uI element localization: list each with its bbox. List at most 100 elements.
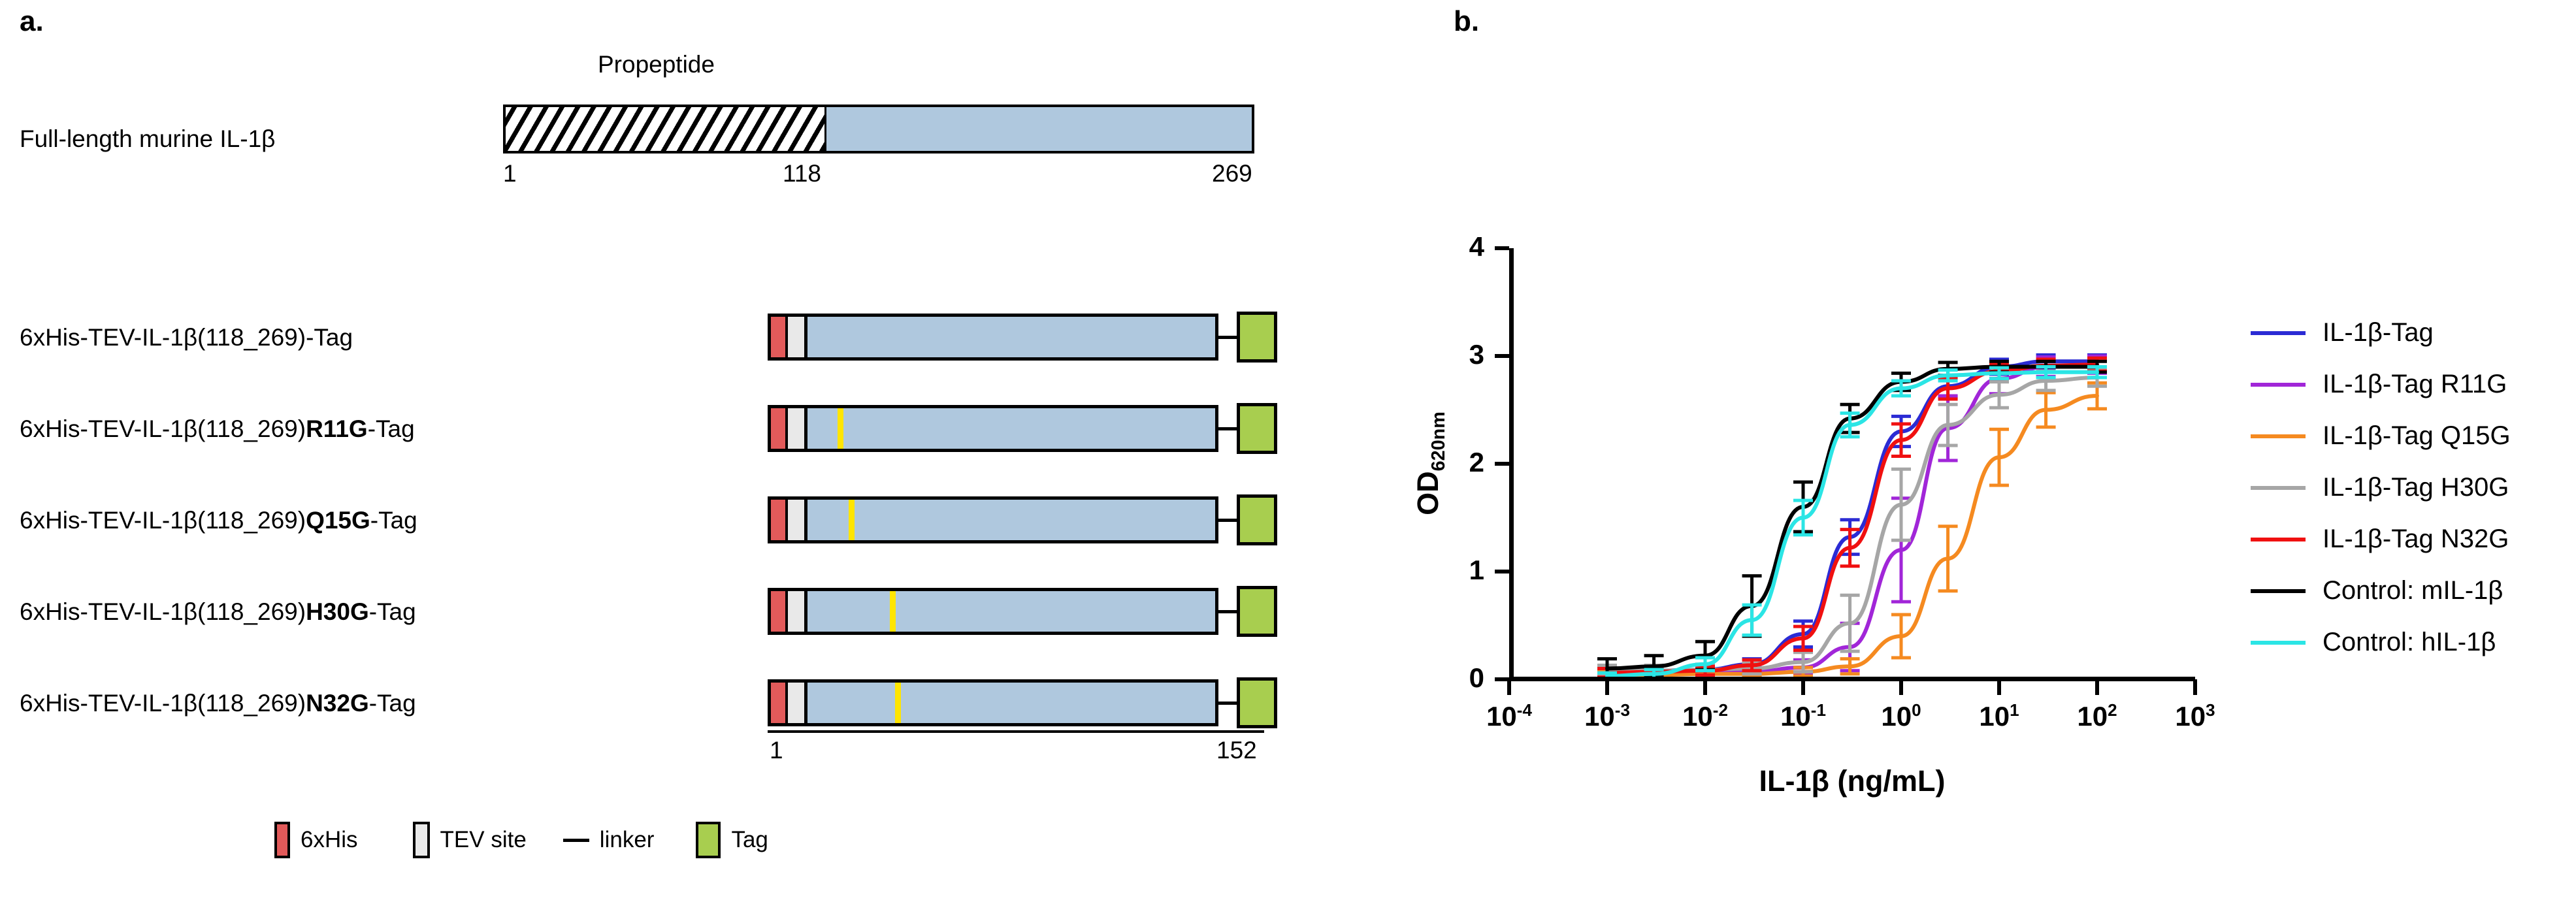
y-tick-label: 0 — [1469, 662, 1484, 693]
his-tag-segment — [771, 408, 788, 449]
error-bar — [1938, 368, 1958, 383]
legend-entry: IL-1β-Tag Q15G — [2251, 410, 2511, 462]
x-tick-label: 102 — [2077, 700, 2117, 732]
x-axis-label: IL-1β (ng/mL) — [1759, 764, 1946, 798]
legend-color-swatch — [2251, 485, 2306, 490]
legend-label: Control: mIL-1β — [2323, 576, 2503, 605]
mature-region — [826, 107, 1252, 151]
construct-suffix: -Tag — [306, 324, 353, 351]
full-length-label: Full-length murine IL-1β — [20, 125, 276, 152]
construct-bar-body — [768, 588, 1218, 635]
error-bar — [1989, 380, 2009, 410]
linker-line-icon — [562, 838, 589, 842]
construct-label-2: 6xHis-TEV-IL-1β(118_269)R11G-Tag — [20, 415, 415, 443]
legend-entry: IL-1β-Tag N32G — [2251, 513, 2511, 565]
x-tick-label: 103 — [2175, 700, 2215, 732]
his-swatch-icon — [274, 822, 290, 858]
legend-label: IL-1β-Tag N32G — [2323, 525, 2509, 553]
propeptide-label: Propeptide — [598, 51, 715, 78]
construct-mutation: Q15G — [306, 507, 370, 534]
tag-segment — [1237, 312, 1277, 363]
error-bar — [1891, 422, 1911, 458]
construct-prefix: 6xHis-TEV-IL-1β(118_269) — [20, 507, 306, 534]
tag-segment — [1237, 494, 1277, 545]
x-tick — [1703, 679, 1707, 695]
error-bar — [1742, 603, 1762, 637]
x-tick — [1801, 679, 1805, 695]
error-bar — [1793, 498, 1813, 537]
linker-line — [1218, 427, 1237, 430]
mutation-marker — [838, 408, 844, 449]
error-bar — [1840, 657, 1860, 676]
y-tick — [1495, 570, 1509, 573]
construct-scale-end: 152 — [1216, 737, 1257, 764]
y-axis-label-subscript: 620nm — [1427, 412, 1449, 472]
linker-line — [1218, 610, 1237, 613]
legend-label: IL-1β-Tag Q15G — [2323, 421, 2511, 450]
construct-suffix: -Tag — [370, 507, 417, 534]
legend-entry: IL-1β-Tag — [2251, 307, 2511, 359]
construct-label-4: 6xHis-TEV-IL-1β(118_269)H30G-Tag — [20, 598, 416, 626]
propeptide-region — [506, 107, 827, 151]
tag-segment — [1237, 403, 1277, 454]
series-il-1-tag-h30g — [1597, 367, 2107, 678]
error-bar — [2087, 365, 2107, 379]
error-bar — [1891, 379, 1911, 398]
his-tag-segment — [771, 591, 788, 632]
y-tick — [1495, 677, 1509, 681]
y-tick-label: 1 — [1469, 555, 1484, 585]
legend-color-swatch — [2251, 537, 2306, 541]
error-bar — [1891, 613, 1911, 660]
x-tick — [1997, 679, 2001, 695]
error-bar — [1891, 467, 1911, 542]
his-tag-segment — [771, 683, 788, 723]
y-tick-label: 3 — [1469, 339, 1484, 370]
tev-site-segment — [788, 591, 807, 632]
y-tick — [1495, 246, 1509, 250]
legend-label: IL-1β-Tag R11G — [2323, 370, 2507, 398]
key-item-linker-line: linker — [562, 827, 654, 853]
legend-color-swatch — [2251, 331, 2306, 335]
x-tick — [1507, 679, 1511, 695]
tev-site-segment — [788, 408, 807, 449]
construct-bar-4 — [768, 586, 1277, 637]
legend-label: Control: hIL-1β — [2323, 628, 2496, 656]
error-bar — [2036, 391, 2056, 429]
construct-suffix: -Tag — [368, 690, 416, 717]
x-tick — [1899, 679, 1903, 695]
curve-series-layer — [1597, 353, 2107, 679]
mutation-marker — [894, 683, 901, 723]
full-length-construct-bar — [503, 105, 1254, 153]
construct-suffix: -Tag — [368, 598, 416, 625]
y-tick — [1495, 354, 1509, 358]
protein-body-segment — [807, 317, 1215, 357]
x-tick — [2193, 679, 2197, 695]
construct-bar-body — [768, 314, 1218, 361]
key-item-his-swatch: 6xHis — [274, 822, 358, 858]
x-tick — [2095, 679, 2099, 695]
construct-suffix: -Tag — [367, 415, 415, 442]
legend-color-swatch — [2251, 434, 2306, 438]
construct-bar-5 — [768, 677, 1277, 728]
legend-entry: Control: hIL-1β — [2251, 617, 2511, 668]
tev-swatch-icon — [412, 822, 430, 858]
construct-label-3: 6xHis-TEV-IL-1β(118_269)Q15G-Tag — [20, 507, 417, 534]
error-bar — [2036, 365, 2056, 379]
construct-label-1: 6xHis-TEV-IL-1β(118_269)-Tag — [20, 324, 353, 351]
error-bar — [1793, 624, 1813, 652]
tev-site-segment — [788, 683, 807, 723]
construct-bar-2 — [768, 403, 1277, 454]
error-bar — [1938, 525, 1958, 593]
full-length-start-tick: 1 — [503, 160, 517, 187]
construct-mutation: N32G — [306, 690, 369, 717]
linker-line — [1218, 702, 1237, 705]
key-item-label: 6xHis — [301, 827, 358, 852]
y-axis-label-base: OD — [1410, 471, 1444, 515]
full-length-end-tick: 269 — [1212, 160, 1252, 187]
linker-line — [1218, 519, 1237, 522]
x-tick-label: 10-3 — [1584, 700, 1630, 732]
his-tag-segment — [771, 500, 788, 540]
